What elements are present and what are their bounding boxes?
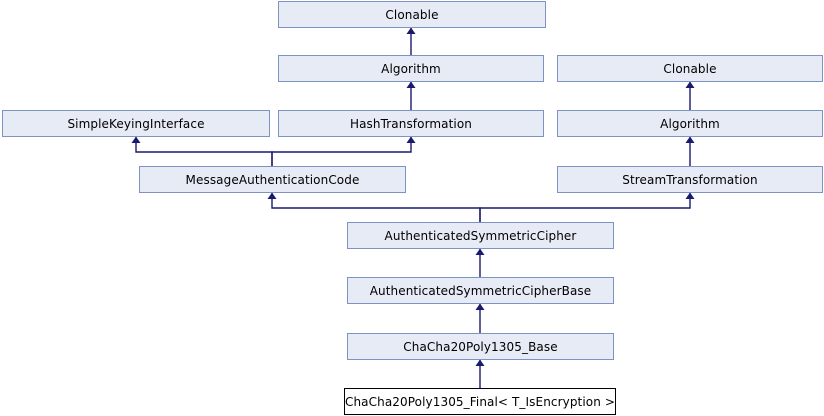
- class-node-label: StreamTransformation: [622, 172, 758, 187]
- inheritance-arrowhead: [475, 359, 485, 366]
- inheritance-edge: [135, 137, 273, 166]
- class-node-algorithm_mid[interactable]: Algorithm: [278, 55, 544, 82]
- class-node-label: SimpleKeyingInterface: [67, 116, 205, 131]
- class-node-label: AuthenticatedSymmetricCipherBase: [369, 283, 592, 298]
- class-node-mac[interactable]: MessageAuthenticationCode: [139, 166, 406, 193]
- class-node-label: Clonable: [385, 7, 439, 22]
- inheritance-edge: [479, 193, 691, 222]
- class-node-clonable_right[interactable]: Clonable: [557, 55, 823, 82]
- class-node-label: Algorithm: [381, 61, 441, 76]
- class-node-asc[interactable]: AuthenticatedSymmetricCipher: [347, 222, 614, 249]
- class-node-clonable_top[interactable]: Clonable: [278, 1, 546, 28]
- class-node-hashtransform[interactable]: HashTransformation: [278, 110, 544, 137]
- inheritance-arrowhead: [685, 192, 695, 199]
- inheritance-edge: [271, 193, 481, 222]
- inheritance-arrowhead: [475, 248, 485, 255]
- inheritance-arrowhead: [406, 136, 416, 143]
- inheritance-arrowhead: [406, 81, 416, 88]
- class-node-ascbase[interactable]: AuthenticatedSymmetricCipherBase: [347, 277, 614, 304]
- inheritance-arrowhead: [685, 136, 695, 143]
- class-node-label: HashTransformation: [349, 116, 473, 131]
- class-node-label: AuthenticatedSymmetricCipher: [384, 228, 577, 243]
- inheritance-arrowhead: [131, 136, 141, 143]
- class-node-label: ChaCha20Poly1305_Final< T_IsEncryption >: [345, 394, 616, 409]
- class-node-streamtransform[interactable]: StreamTransformation: [557, 166, 823, 193]
- class-node-label: ChaCha20Poly1305_Base: [403, 339, 558, 354]
- inheritance-edge: [271, 137, 412, 166]
- class-node-ccp1305base[interactable]: ChaCha20Poly1305_Base: [347, 333, 614, 360]
- class-node-label: MessageAuthenticationCode: [185, 172, 360, 187]
- class-node-label: Clonable: [663, 61, 717, 76]
- class-node-simplekeying[interactable]: SimpleKeyingInterface: [2, 110, 270, 137]
- class-node-algorithm_right[interactable]: Algorithm: [557, 110, 823, 137]
- inheritance-arrowhead: [406, 27, 416, 34]
- inheritance-arrowhead: [267, 192, 277, 199]
- inheritance-arrowhead: [685, 81, 695, 88]
- inheritance-arrowhead: [475, 303, 485, 310]
- class-node-label: Algorithm: [660, 116, 720, 131]
- class-node-ccp1305final: ChaCha20Poly1305_Final< T_IsEncryption >: [344, 388, 616, 415]
